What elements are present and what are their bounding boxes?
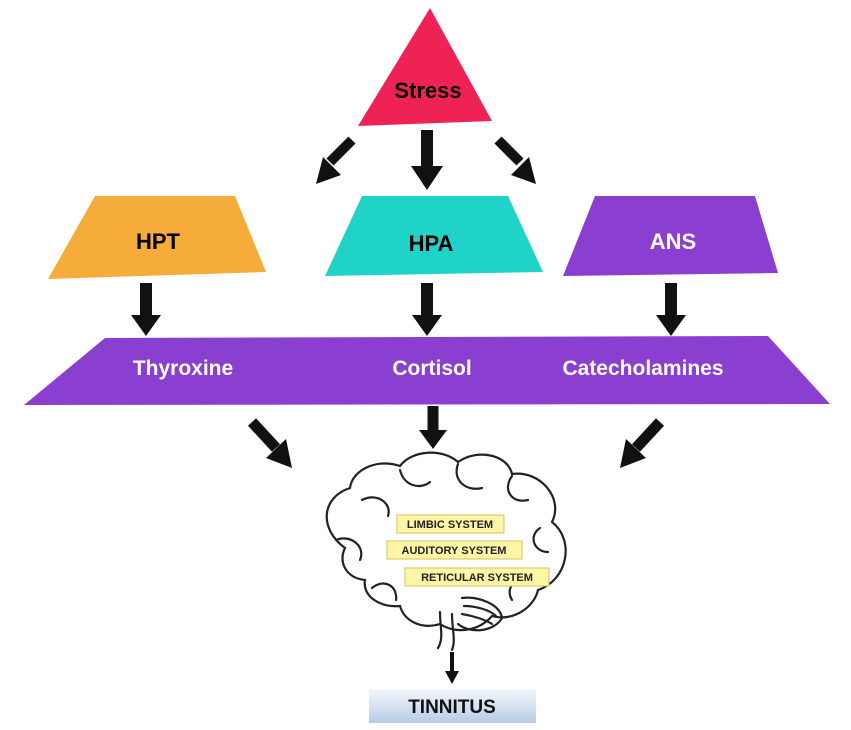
hpa-trapezoid bbox=[325, 196, 543, 276]
tinnitus-box bbox=[369, 689, 536, 723]
hpt-label: HPT bbox=[136, 229, 181, 254]
arrow-bar-left bbox=[247, 418, 281, 452]
arrow-head-stress-hpa bbox=[411, 166, 443, 190]
hpt-trapezoid bbox=[48, 196, 266, 279]
reticular-system-label: RETICULAR SYSTEM bbox=[421, 572, 533, 584]
hormone-catecholamines: Catecholamines bbox=[562, 357, 723, 380]
arrow-stress-to-hpt bbox=[326, 136, 356, 166]
stress-label: Stress bbox=[394, 78, 461, 103]
auditory-system-box bbox=[386, 540, 523, 560]
arrow-head-ans-bar bbox=[656, 315, 686, 336]
stress-arrows bbox=[316, 130, 536, 190]
bar-arrows bbox=[247, 406, 665, 468]
arrow-head-hpa-bar bbox=[412, 315, 442, 336]
arrow-head-bar-left bbox=[266, 439, 292, 468]
system-arrows bbox=[131, 283, 686, 336]
arrow-head-bar-center bbox=[419, 430, 447, 449]
arrow-head-stress-hpt bbox=[316, 157, 341, 184]
limbic-system-label: LIMBIC SYSTEM bbox=[407, 519, 493, 531]
auditory-system-label: AUDITORY SYSTEM bbox=[402, 545, 507, 557]
reticular-system-box bbox=[404, 567, 550, 587]
hormone-thyroxine: Thyroxine bbox=[133, 357, 233, 380]
hormones-bar bbox=[24, 336, 830, 405]
ans-trapezoid bbox=[563, 196, 778, 276]
arrow-head-stress-ans bbox=[511, 157, 536, 184]
brain-icon bbox=[325, 451, 567, 652]
limbic-system-box bbox=[396, 514, 505, 534]
hpa-label: HPA bbox=[409, 231, 454, 256]
stress-triangle bbox=[358, 8, 492, 126]
arrow-head-brain-tinnitus bbox=[445, 671, 459, 684]
arrow-stress-to-ans bbox=[494, 136, 524, 166]
arrow-head-bar-right bbox=[620, 439, 646, 468]
hormone-cortisol: Cortisol bbox=[392, 357, 471, 380]
arrow-bar-right bbox=[631, 418, 665, 452]
tinnitus-label: TINNITUS bbox=[408, 697, 496, 718]
arrow-head-hpt-bar bbox=[131, 315, 161, 336]
brain-systems: LIMBIC SYSTEM AUDITORY SYSTEM RETICULAR … bbox=[386, 514, 550, 587]
ans-label: ANS bbox=[650, 229, 696, 254]
